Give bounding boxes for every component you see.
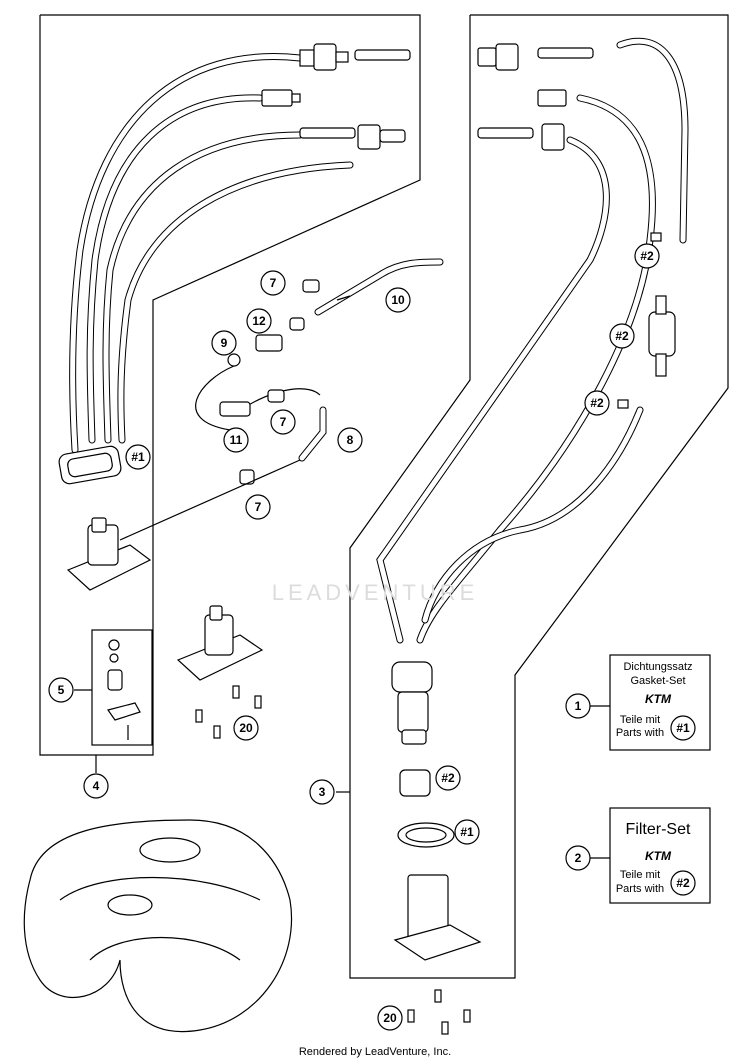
svg-text:Parts with: Parts with <box>616 727 664 739</box>
svg-text:Teile mit: Teile mit <box>620 869 660 881</box>
svg-text:#1: #1 <box>131 450 145 464</box>
right-assembly-border <box>349 14 729 979</box>
svg-text:4: 4 <box>93 779 100 793</box>
svg-text:1: 1 <box>575 699 582 713</box>
fuel-tank <box>23 819 292 1033</box>
callout-h2d: #2 <box>435 765 461 791</box>
svg-text:9: 9 <box>221 336 228 350</box>
svg-text:KTM: KTM <box>645 692 672 706</box>
callout-3: 3 <box>309 779 335 805</box>
svg-text:20: 20 <box>239 721 253 735</box>
callout-7c: 7 <box>245 494 271 520</box>
left-pump-flange <box>58 445 152 591</box>
svg-text:12: 12 <box>252 314 266 328</box>
svg-text:8: 8 <box>347 433 354 447</box>
svg-text:KTM: KTM <box>645 849 672 863</box>
right-hoses <box>376 37 689 644</box>
left-assembly-border <box>39 14 421 756</box>
callout-h2b: #2 <box>609 323 635 349</box>
callout-11: 11 <box>223 427 249 453</box>
filter-set-box: Filter-Set KTM Teile mit Parts with #2 <box>609 807 711 904</box>
svg-text:#1: #1 <box>676 721 690 735</box>
item-5-parts <box>107 639 141 740</box>
svg-text:#2: #2 <box>676 876 690 890</box>
callout-h2a: #2 <box>634 243 660 269</box>
left-connectors <box>261 43 411 150</box>
callout-20a: 20 <box>233 715 259 741</box>
svg-text:11: 11 <box>230 433 243 447</box>
svg-text:3: 3 <box>319 785 326 799</box>
callout-1: 1 <box>565 693 591 719</box>
left-hoses <box>69 53 354 454</box>
svg-text:Gasket-Set: Gasket-Set <box>630 675 685 687</box>
svg-text:Teile mit: Teile mit <box>620 714 660 726</box>
svg-text:7: 7 <box>270 276 277 290</box>
callout-4: 4 <box>83 773 109 799</box>
svg-text:Parts with: Parts with <box>616 883 664 895</box>
svg-text:#1: #1 <box>460 825 474 839</box>
callout-7b: 7 <box>270 409 296 435</box>
gasket-set-box: Dichtungssatz Gasket-Set KTM Teile mit P… <box>609 654 711 751</box>
callout-h1a: #1 <box>125 444 151 470</box>
svg-text:20: 20 <box>383 1011 397 1025</box>
callout-7a: 7 <box>260 270 286 296</box>
callout-2: 2 <box>565 845 591 871</box>
callout-20b: 20 <box>377 1005 403 1031</box>
leader-lines <box>74 295 610 859</box>
svg-text:2: 2 <box>575 851 582 865</box>
svg-text:7: 7 <box>280 415 287 429</box>
svg-text:Filter-Set: Filter-Set <box>626 821 691 838</box>
fuel-filter <box>617 232 676 409</box>
watermark: LEADVENTURE <box>272 580 479 605</box>
svg-text:7: 7 <box>255 500 262 514</box>
callout-8: 8 <box>337 427 363 453</box>
svg-text:Dichtungssatz: Dichtungssatz <box>623 661 692 673</box>
svg-text:10: 10 <box>391 293 405 307</box>
svg-text:#2: #2 <box>441 771 455 785</box>
svg-text:#2: #2 <box>590 396 604 410</box>
callout-5: 5 <box>48 677 74 703</box>
callout-h1b: #1 <box>454 819 480 845</box>
item-5-box <box>91 629 153 746</box>
callout-12: 12 <box>246 308 272 334</box>
right-connectors <box>477 43 594 151</box>
footer-credit: Rendered by LeadVenture, Inc. <box>299 1046 451 1058</box>
spare-flange <box>176 605 264 739</box>
svg-text:5: 5 <box>58 683 65 697</box>
svg-text:#2: #2 <box>615 329 629 343</box>
bottom-bolts <box>407 989 471 1035</box>
callout-10: 10 <box>385 287 411 313</box>
right-pump <box>391 661 482 961</box>
svg-text:#2: #2 <box>640 249 654 263</box>
hose-assembly <box>119 258 444 541</box>
callout-h2c: #2 <box>584 390 610 416</box>
callout-9: 9 <box>211 330 237 356</box>
